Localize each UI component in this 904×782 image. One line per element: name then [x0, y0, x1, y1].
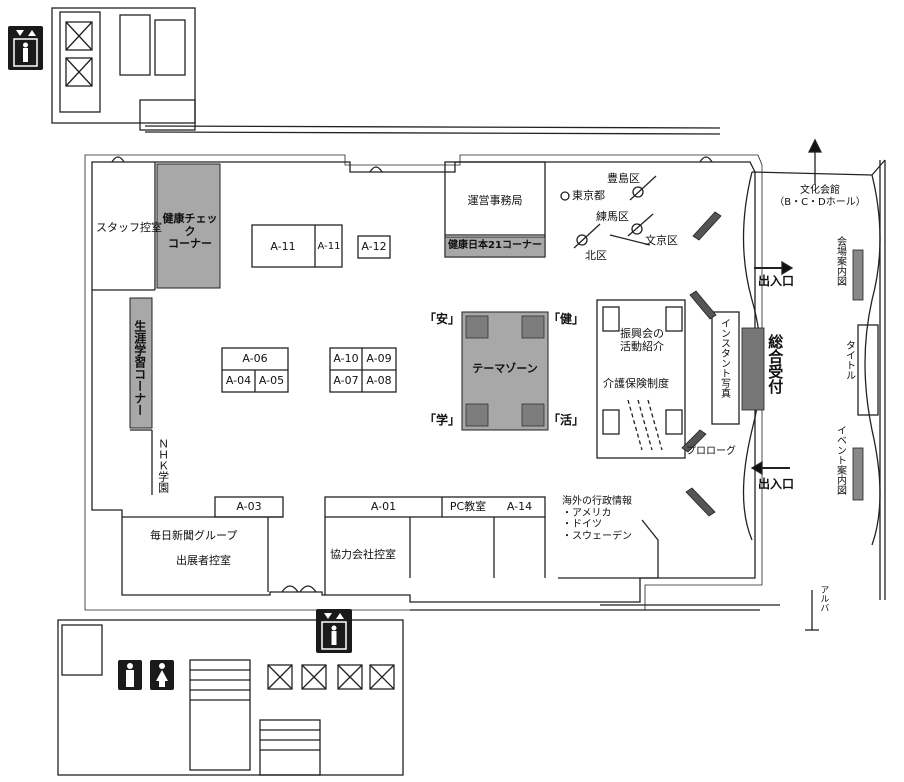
kyoryoku-label: 協力会社控室 — [330, 548, 396, 561]
title-board-label: タイトル — [843, 340, 855, 380]
booth-a11-block — [251, 224, 343, 268]
reception-desk — [741, 327, 765, 411]
booth-a04-label: A-04 — [225, 374, 252, 387]
aruba-label: アルバ — [818, 585, 829, 612]
booth-a05-label: A-05 — [258, 374, 285, 387]
booth-a06-label: A-06 — [242, 352, 268, 365]
office-label: 運営事務局 — [467, 194, 523, 207]
toshima-label: 豊島区 — [607, 172, 640, 185]
booth-a08-label: A-08 — [366, 374, 392, 387]
booth-a14-label: A-14 — [506, 500, 533, 513]
booth-a03-label: A-03 — [236, 500, 262, 513]
entrance-top-label: 出入口 — [758, 274, 795, 288]
health-check-zone — [156, 163, 221, 289]
booth-a09-label: A-09 — [366, 352, 392, 365]
katsu-label: 「活」 — [548, 413, 585, 427]
reception-label: 総合受付 — [766, 334, 785, 394]
overseas-label: 海外の行政情報 ・アメリカ ・ドイツ ・スウェーデン — [562, 496, 632, 542]
booth-a10-label: A-10 — [333, 352, 359, 365]
kita-label: 北区 — [585, 249, 607, 262]
bunka-kaikan-label: 文化会館 （B・C・Dホール） — [774, 185, 866, 208]
booth-a07-label: A-07 — [333, 374, 359, 387]
health-check-label: 健康チェック コーナー — [162, 212, 218, 251]
top-stair-core — [51, 7, 196, 124]
health21-zone — [444, 236, 546, 258]
shinkokai-label: 振興会の 活動紹介 — [620, 327, 664, 353]
gaku-label: 「学」 — [424, 413, 461, 427]
hall-outer-wall — [91, 161, 756, 603]
prologue-label: プロローグ — [686, 446, 736, 457]
kaijo-annai-label: 会場案内図 — [834, 236, 846, 286]
staff-room-label: スタッフ控室 — [96, 221, 162, 234]
booth-a01-label: A-01 — [370, 500, 397, 513]
bottom-core — [57, 619, 404, 776]
booth-a11b-label: A-11 — [317, 241, 341, 252]
ken-label: 「健」 — [548, 312, 585, 326]
theme-zone-label: テーマゾーン — [472, 362, 538, 375]
bunkyo-label: 文京区 — [645, 234, 678, 247]
tokyo-label: 東京都 — [572, 189, 605, 202]
shinkokai-area — [596, 299, 686, 459]
an-label: 「安」 — [424, 312, 461, 326]
elevator-icon — [316, 609, 352, 653]
instant-photo-label: インスタント写真 — [718, 318, 730, 398]
elevator-icon — [8, 26, 43, 70]
event-annai-label: イベント案内図 — [834, 425, 846, 495]
nhk-label: ＮＨＫ学園 — [156, 438, 170, 493]
booth-a11-label: A-11 — [270, 240, 296, 253]
booth-a12-label: A-12 — [361, 240, 387, 253]
kaigo-label: 介護保険制度 — [603, 377, 669, 390]
entrance-bottom-label: 出入口 — [758, 477, 795, 491]
restroom-male-icon — [118, 660, 142, 690]
exhibitor-room-label: 出展者控室 — [176, 554, 231, 567]
pc-room-label: PC教室 — [449, 500, 487, 513]
health21-label: 健康日本21コーナー — [448, 240, 542, 251]
mainichi-label: 毎日新聞グループ — [150, 529, 238, 542]
shogai-zone — [129, 297, 153, 429]
nerima-label: 練馬区 — [596, 210, 629, 223]
shogai-label: 生涯学習コーナー — [132, 320, 147, 416]
restroom-female-icon — [150, 660, 174, 690]
